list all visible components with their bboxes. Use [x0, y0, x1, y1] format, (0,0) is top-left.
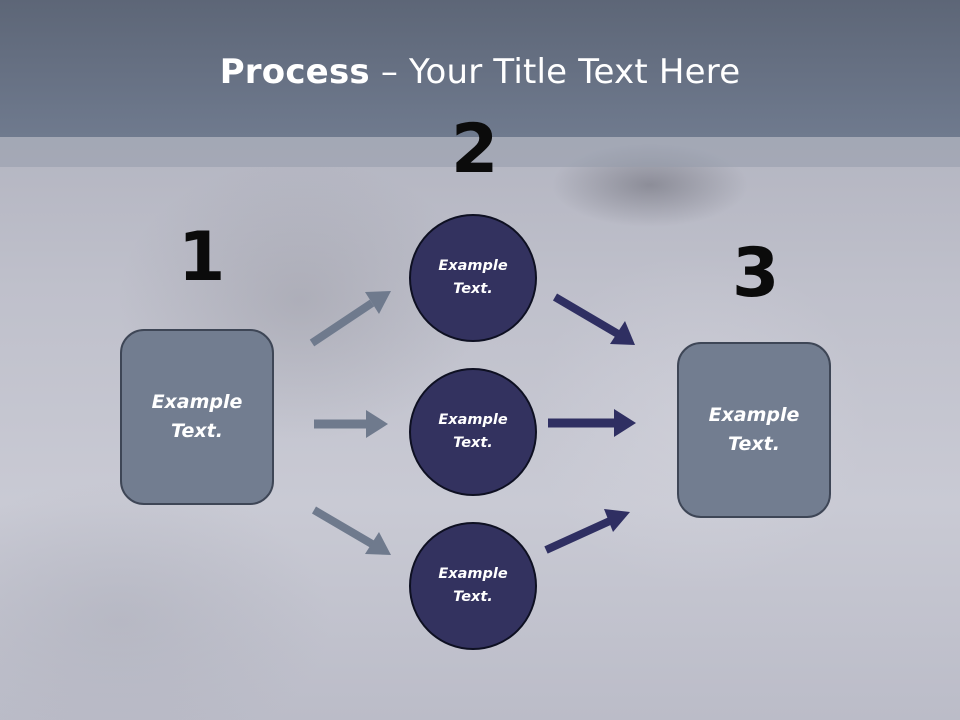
right-box-line1: Example [708, 404, 800, 426]
circle-top-line2: Text. [453, 281, 493, 297]
circle-middle: Example Text. [409, 368, 537, 496]
circle-top: Example Text. [409, 214, 537, 342]
arrow-top-to-right [552, 293, 635, 345]
left-box: Example Text. [120, 329, 274, 505]
circle-bottom-line2: Text. [453, 589, 493, 605]
circle-middle-line2: Text. [453, 435, 493, 451]
circle-top-line1: Example [438, 258, 508, 274]
left-box-line2: Text. [171, 420, 223, 442]
arrow-left-to-top [309, 291, 391, 347]
step-number-1: 1 [178, 218, 226, 297]
step-number-3: 3 [732, 234, 780, 313]
arrow-left-to-bottom [311, 506, 391, 555]
title-band [0, 137, 960, 167]
right-box-line2: Text. [728, 433, 780, 455]
left-box-line1: Example [151, 391, 243, 413]
slide-title: Process – Your Title Text Here [0, 52, 960, 92]
title-bar [0, 0, 960, 137]
right-box: Example Text. [677, 342, 831, 518]
circle-middle-line1: Example [438, 412, 508, 428]
circle-bottom: Example Text. [409, 522, 537, 650]
step-number-2: 2 [451, 110, 499, 189]
arrow-middle-to-right [548, 409, 636, 437]
title-bold: Process [219, 52, 370, 92]
arrow-bottom-to-right [544, 509, 630, 554]
arrow-left-to-middle [314, 410, 388, 438]
circle-bottom-line1: Example [438, 566, 508, 582]
title-rest: – Your Title Text Here [369, 52, 741, 92]
